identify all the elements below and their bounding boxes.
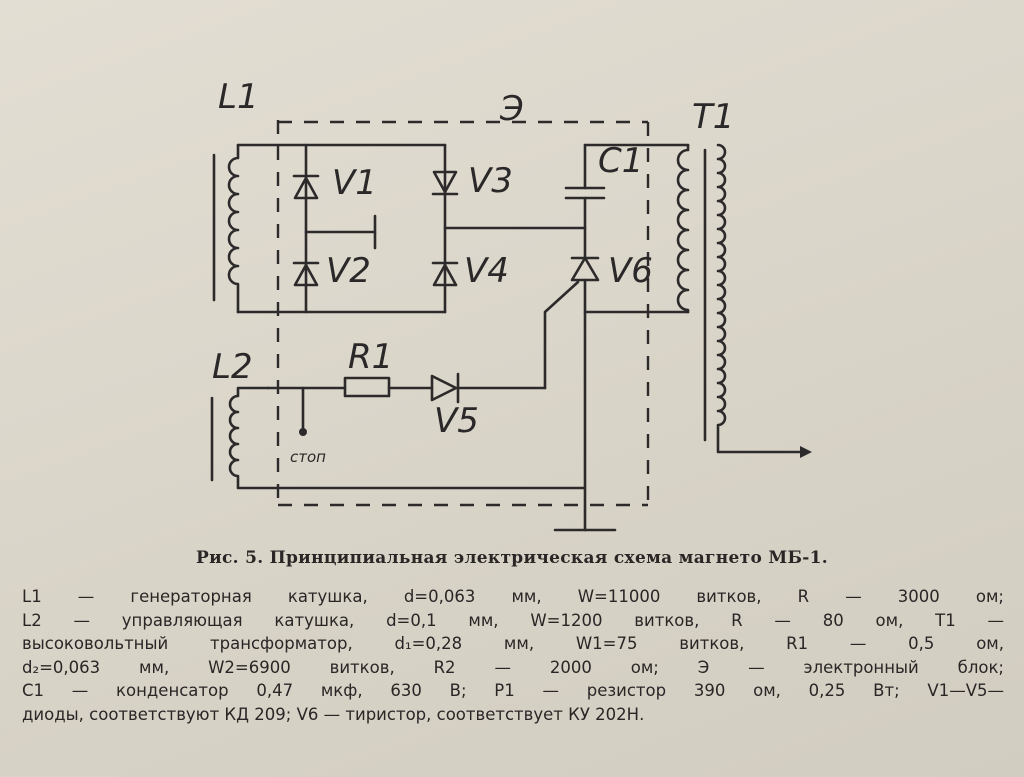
- legend-line: L2 — управляющая катушка, d=0,1 мм, W=12…: [22, 610, 1004, 630]
- coil-l1: [212, 143, 240, 314]
- label-v5: V5: [434, 401, 479, 441]
- diode-v2: [292, 261, 320, 287]
- label-v6: V6: [608, 251, 653, 291]
- label-v3: V3: [468, 161, 513, 201]
- circuit-schematic: L1 Э T1 C1 V1 V2 V3 V4 V6 L2 R1 V5 стоп: [210, 77, 812, 532]
- legend-line: L1 — генераторная катушка, d=0,063 мм, W…: [22, 587, 1004, 606]
- resistor-r1: [343, 376, 391, 398]
- legend-line: диоды, соответствуют КД 209; V6 — тирист…: [22, 704, 645, 724]
- label-stop: стоп: [290, 448, 326, 466]
- coil-l2: [210, 386, 587, 490]
- diode-v5: [430, 372, 460, 404]
- label-r1: R1: [348, 337, 393, 377]
- label-electronic-block: Э: [499, 89, 524, 129]
- label-v2: V2: [326, 251, 371, 291]
- legend-line: C1 — конденсатор 0,47 мкф, 630 В; P1 — р…: [22, 681, 1004, 700]
- legend-line: высоковольтный трансформатор, d₁=0,28 мм…: [22, 634, 1004, 653]
- label-l2: L2: [212, 347, 253, 387]
- diode-v3: [431, 170, 459, 196]
- diode-v1: [292, 174, 320, 200]
- figure-caption-legend: L1 — генераторная катушка, d=0,063 мм, W…: [22, 585, 1004, 726]
- stop-terminal: [299, 428, 307, 436]
- figure-caption-title: Рис. 5. Принципиальная электрическая схе…: [196, 548, 828, 568]
- capacitor-c1: [564, 143, 690, 260]
- legend-line: d₂=0,063 мм, W2=6900 витков, R2 — 2000 о…: [22, 657, 1004, 677]
- label-v4: V4: [464, 251, 509, 291]
- label-c1: C1: [598, 141, 643, 181]
- label-t1: T1: [692, 97, 734, 137]
- transformer-t1: [583, 143, 812, 458]
- label-v1: V1: [332, 163, 377, 203]
- label-l1: L1: [218, 77, 259, 117]
- diode-v4: [431, 261, 459, 287]
